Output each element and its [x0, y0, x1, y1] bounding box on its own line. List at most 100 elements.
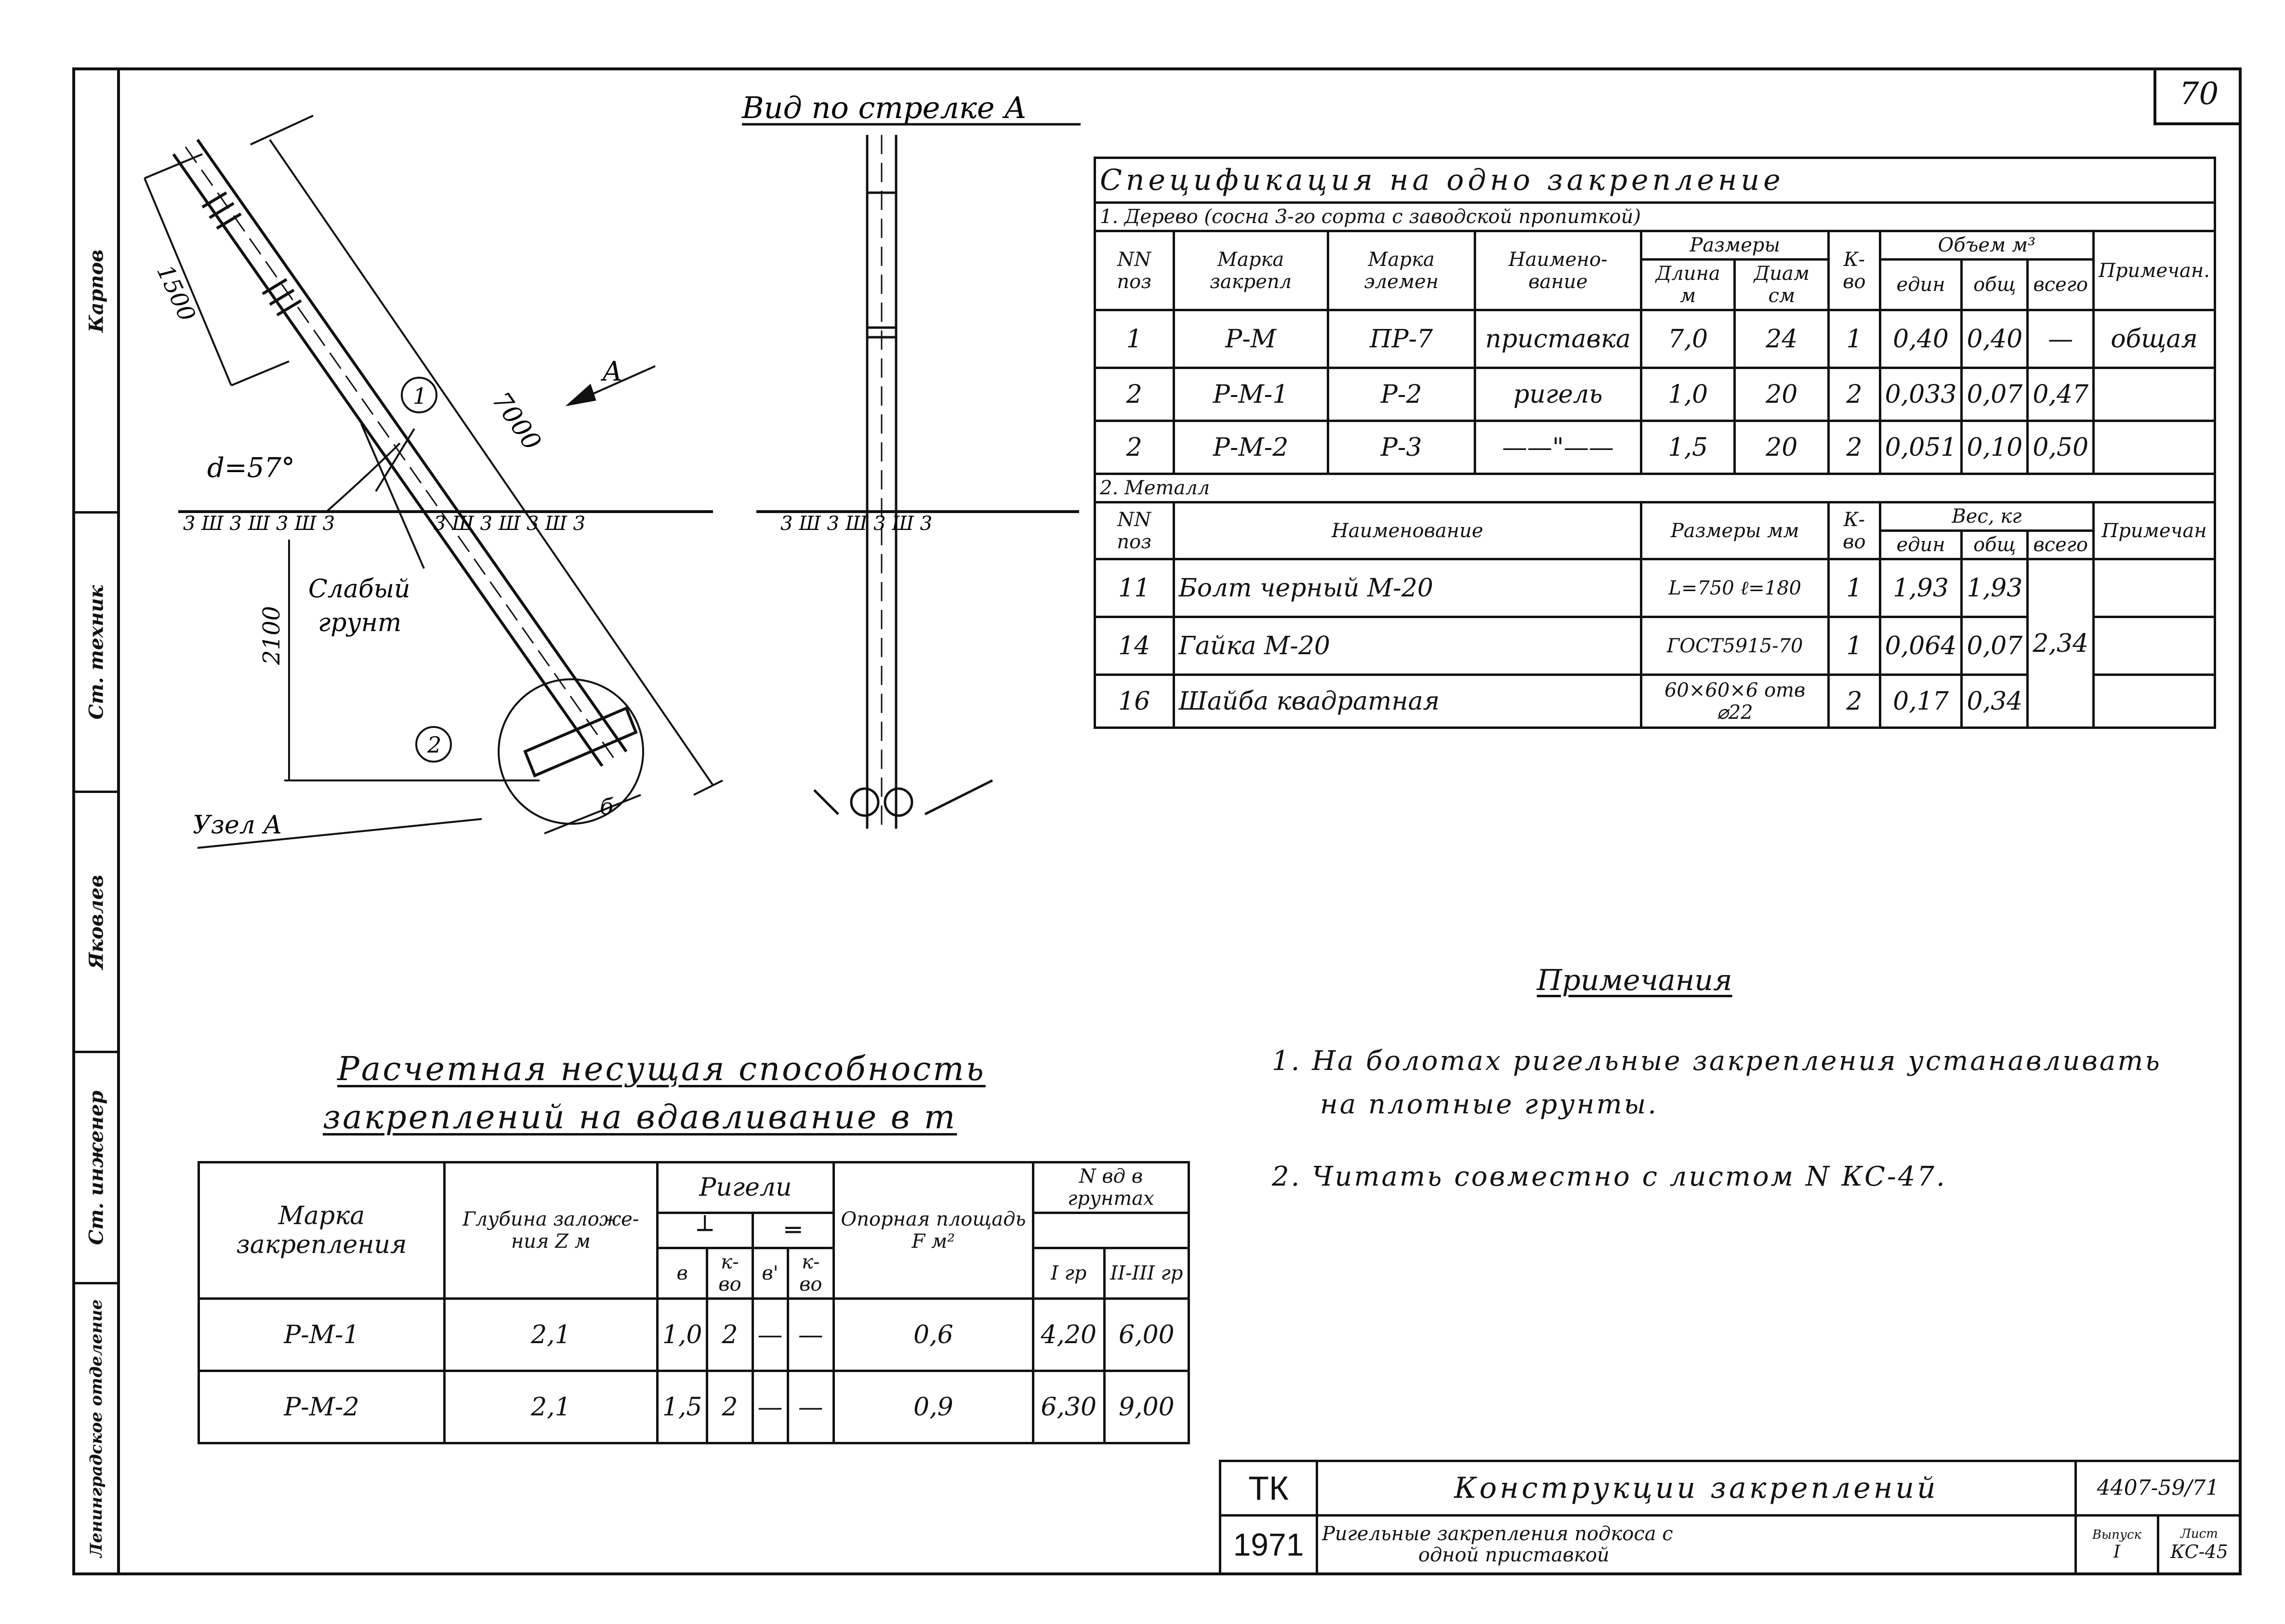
sidebar-cell-3: Яковлев — [75, 793, 117, 1053]
col-pos: NN поз — [1094, 230, 1175, 311]
cell: 9,00 — [1103, 1370, 1190, 1444]
cell: Болт черный М-20 — [1172, 558, 1643, 618]
cell: 6,30 — [1031, 1370, 1106, 1444]
cell: 2 — [706, 1297, 754, 1372]
table-row: 14 Гайка М-20 ГОСТ5915-70 1 0,064 0,07 — [1094, 616, 2216, 676]
col-diam: Диам см — [1733, 258, 1830, 311]
cell: 1 — [1094, 309, 1175, 369]
col-b: в — [656, 1247, 709, 1300]
issue-label: Выпуск — [2092, 1527, 2142, 1542]
col-note: Примечан — [2092, 501, 2216, 560]
title-block-sheet: Лист КС-45 — [2157, 1514, 2242, 1576]
dimension-7000: 7000 — [486, 387, 546, 456]
angle-label: d=57° — [207, 452, 295, 484]
col-qty2: к-во — [786, 1247, 835, 1300]
callout-2-circle — [415, 726, 452, 763]
sidebar-cell-5: Ленинградское отделение — [75, 1284, 117, 1572]
col-soils: N вд в грунтах — [1031, 1161, 1190, 1214]
cell — [2092, 616, 2216, 676]
cell: 24 — [1733, 309, 1830, 369]
subtitle-line-2: одной приставкой — [1418, 1544, 1610, 1567]
table-row: Р-М-1 2,1 1,0 2 — — 0,6 4,20 6,00 — [198, 1297, 1190, 1372]
col-sizes: Размеры мм — [1640, 501, 1830, 560]
cell: 1,5 — [656, 1370, 709, 1444]
col-sizes: Размеры — [1640, 230, 1830, 261]
title-block-issue: Выпуск I — [2074, 1514, 2159, 1576]
cell: 2,34 — [2026, 558, 2095, 729]
cell: 1 — [1827, 616, 1881, 676]
sidebar-label: Яковлев — [85, 874, 107, 969]
table-row: 2 Р-М-1 Р-2 ригель 1,0 20 2 0,033 0,07 0… — [1094, 367, 2216, 422]
table-row: 2 Р-М-2 Р-3 ——"—— 1,5 20 2 0,051 0,10 0,… — [1094, 420, 2216, 475]
cell: 0,40 — [1960, 309, 2029, 369]
cell: 0,9 — [832, 1370, 1034, 1444]
cell: ——"—— — [1473, 420, 1643, 475]
cell: Шайба квадратная — [1172, 673, 1643, 729]
col-rigels: Ригели — [656, 1161, 835, 1214]
sidebar-label: Ст. инженер — [85, 1090, 107, 1245]
col-note: Примечан. — [2092, 230, 2216, 311]
cell: 16 — [1094, 673, 1175, 729]
sheet-value: КС-45 — [2170, 1541, 2228, 1563]
cell: 0,40 — [1878, 309, 1963, 369]
col-qty: К-во — [1827, 501, 1881, 560]
cell: 0,051 — [1878, 420, 1963, 475]
title-block-code: ТК — [1219, 1460, 1318, 1517]
double-rigel-symbol: ═ — [751, 1212, 835, 1249]
cell: ригель — [1473, 367, 1643, 422]
col-name: Наименование — [1172, 501, 1643, 560]
col-gr1: I гр — [1031, 1247, 1106, 1300]
cell: 0,07 — [1960, 616, 2029, 676]
cell: 0,07 — [1960, 367, 2029, 422]
col-qty: К-во — [1827, 230, 1881, 311]
title-block-title: Конструкции закреплений — [1316, 1460, 2077, 1517]
col-qty: к-во — [706, 1247, 754, 1300]
col-area: Опорная площадь F м² — [832, 1161, 1034, 1300]
capacity-title-line-2: закреплений на вдавливание в т — [323, 1098, 957, 1136]
view-title: Вид по стрелке А — [741, 90, 1027, 125]
cell: 20 — [1733, 367, 1830, 422]
callout-1-circle — [401, 377, 437, 413]
sidebar-label: Карпов — [85, 249, 107, 332]
cell: 2 — [1094, 367, 1175, 422]
note-2: 2. Читать совместно с листом N КС-47. — [1272, 1161, 1947, 1192]
cell: ПР-7 — [1326, 309, 1476, 369]
cell: 7,0 — [1640, 309, 1736, 369]
col-total: общ — [1960, 529, 2029, 560]
cell: Р-М — [1172, 309, 1329, 369]
subtitle-line-1: Ригельные закрепления подкоса с — [1322, 1523, 1673, 1545]
title-block: ТК Конструкции закреплений 4407-59/71 19… — [1219, 1460, 2242, 1576]
col-mark-elem: Марка элемен — [1326, 230, 1476, 311]
cell: 2 — [706, 1370, 754, 1444]
sheet-number: 70 — [2153, 67, 2242, 125]
cell: Р-2 — [1326, 367, 1476, 422]
col-length: Длина м — [1640, 258, 1736, 311]
cell: 11 — [1094, 558, 1175, 618]
cell — [2092, 673, 2216, 729]
cell: 1 — [1827, 309, 1881, 369]
cell: 0,033 — [1878, 367, 1963, 422]
sidebar-cell-2: Ст. техник — [75, 514, 117, 793]
wood-header: 1. Дерево (сосна 3-го сорта с заводской … — [1094, 201, 2216, 232]
table-row: 1 Р-М ПР-7 приставка 7,0 24 1 0,40 0,40 … — [1094, 309, 2216, 369]
table-row: Р-М-2 2,1 1,5 2 — — 0,9 6,30 9,00 — [198, 1370, 1190, 1444]
ground-hatch: 3 Ш 3 Ш 3 Ш 3 — [434, 513, 585, 535]
title-block-year: 1971 — [1219, 1514, 1318, 1576]
cell: 0,10 — [1960, 420, 2029, 475]
cell: 4,20 — [1031, 1297, 1106, 1372]
callout-1: 1 — [413, 383, 427, 409]
col-soils-spacer — [1031, 1212, 1190, 1249]
col-depth: Глубина заложе-ния Z м — [443, 1161, 659, 1300]
col-mark-fix: Марка закрепл — [1172, 230, 1329, 311]
arrow-label: А — [600, 356, 622, 387]
cell: 14 — [1094, 616, 1175, 676]
cell — [2092, 367, 2216, 422]
issue-value: I — [2113, 1542, 2121, 1562]
sidebar-cell-1: Карпов — [75, 70, 117, 514]
cell: 20 — [1733, 420, 1830, 475]
capacity-title-line-1: Расчетная несущая способность — [337, 1050, 986, 1088]
cell: Р-М-1 — [1172, 367, 1329, 422]
ground-hatch: 3 Ш 3 Ш 3 Ш 3 — [183, 513, 335, 535]
cell: 0,34 — [1960, 673, 2029, 729]
cell: — — [2026, 309, 2095, 369]
